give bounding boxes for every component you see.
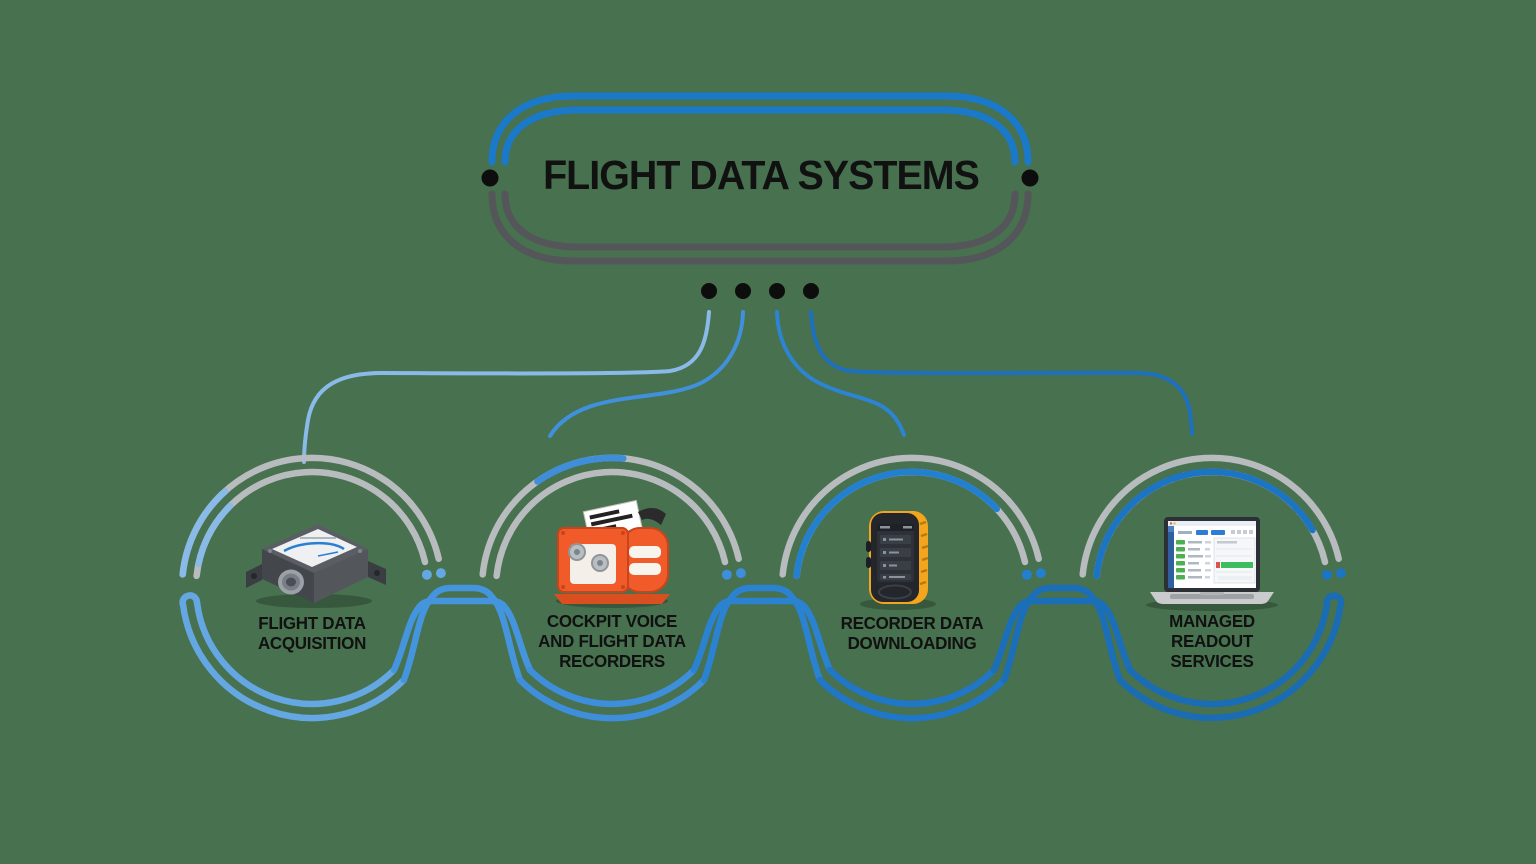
pill-left-dot: [481, 169, 499, 187]
connector-lines: [302, 310, 1194, 464]
diagram-title: FLIGHT DATA SYSTEMS: [543, 152, 980, 198]
node1-highlight-outer: [179, 488, 229, 578]
node3-label-line1: RECORDER DATA: [840, 613, 984, 633]
node4-label-line1: MANAGED: [1169, 611, 1255, 631]
node2-top-arc-inner: [493, 468, 729, 580]
node2-bottom-arc-inner: [526, 666, 698, 708]
pill-bottom-gray-inner: [501, 190, 1019, 251]
node3-bottom-arc-inner: [826, 666, 998, 708]
hub-dots: [701, 283, 819, 299]
node1-bottom-arc-inner: [193, 599, 398, 708]
node1-highlight-inner: [195, 502, 234, 568]
node2-highlight-outer: [534, 454, 627, 485]
node4-highlight-inner: [1093, 468, 1316, 580]
pill-right-dot: [1021, 169, 1039, 187]
node2-arc-end-dot-outer: [735, 568, 746, 579]
node4-arc-end-dot-inner: [1321, 569, 1332, 580]
node4-right-hairpin: [1323, 592, 1345, 610]
node-circle-recorder-data-downloading: [779, 454, 1042, 722]
node4-label-line3: SERVICES: [1170, 651, 1254, 671]
node1-arc-end-dot-inner: [421, 569, 432, 580]
hub-dot-3: [769, 283, 785, 299]
pill-top-blue-inner: [501, 106, 1019, 166]
bridge-node1-node2: [390, 584, 534, 684]
node4-bottom-arc-inner: [1126, 600, 1331, 708]
orange-flight-recorder-image: [554, 499, 670, 608]
node3-highlight-inner: [793, 468, 1001, 580]
pill-top-blue-outer: [488, 92, 1032, 166]
node-label-recorder-data-downloading: RECORDER DATA DOWNLOADING: [792, 613, 1032, 653]
node4-label-line2: READOUT: [1171, 631, 1253, 651]
flight-data-acquisition-unit-image: [246, 524, 386, 608]
node-circle-cockpit-voice-recorders: [479, 454, 742, 722]
node4-arc-end-dot-outer: [1335, 568, 1346, 579]
node3-top-arc-outer: [779, 454, 1042, 578]
node2-arc-end-dot-inner: [721, 569, 732, 580]
node4-top-arc-outer: [1079, 454, 1342, 578]
connector-line-2: [548, 310, 745, 438]
hub-dot-2: [735, 283, 751, 299]
connector-line-1: [302, 310, 711, 464]
node2-label-line2: AND FLIGHT DATA: [538, 631, 686, 651]
node-label-flight-data-acquisition: FLIGHT DATA ACQUISITION: [192, 613, 432, 653]
node1-label-line2: ACQUISITION: [257, 633, 367, 653]
node1-arc-end-dot-outer: [435, 568, 446, 579]
node-circle-managed-readout-services: [1079, 454, 1345, 722]
node3-arc-end-dot-outer: [1035, 568, 1046, 579]
node2-label-line1: COCKPIT VOICE: [546, 611, 678, 631]
node3-arc-end-dot-inner: [1021, 569, 1032, 580]
hub-dot-4: [803, 283, 819, 299]
connector-line-3: [775, 310, 906, 437]
pill-bottom-gray-outer: [488, 190, 1032, 265]
node1-label-line1: FLIGHT DATA: [258, 613, 366, 633]
title-pill-outline: [488, 92, 1032, 265]
node-circle-flight-data-acquisition: [179, 454, 442, 722]
node-label-managed-readout-services: MANAGED READOUT SERVICES: [1092, 611, 1332, 671]
node3-bottom-arc-outer: [816, 676, 1008, 722]
bridge-node2-node3: [690, 584, 834, 684]
node2-bottom-arc-outer: [516, 676, 708, 722]
node4-bottom-arc-outer: [1116, 602, 1344, 722]
connector-line-4: [809, 310, 1194, 436]
node-label-cockpit-voice-recorders: COCKPIT VOICE AND FLIGHT DATA RECORDERS: [492, 611, 732, 671]
node2-label-line3: RECORDERS: [559, 651, 665, 671]
hub-dot-1: [701, 283, 717, 299]
node3-label-line2: DOWNLOADING: [847, 633, 977, 653]
node1-left-hairpin: [179, 592, 201, 609]
node1-bottom-arc-outer: [179, 601, 408, 722]
laptop-readout-software-image: [1146, 517, 1278, 611]
handheld-downloader-image: [860, 511, 936, 610]
bridge-node3-node4: [990, 584, 1134, 684]
